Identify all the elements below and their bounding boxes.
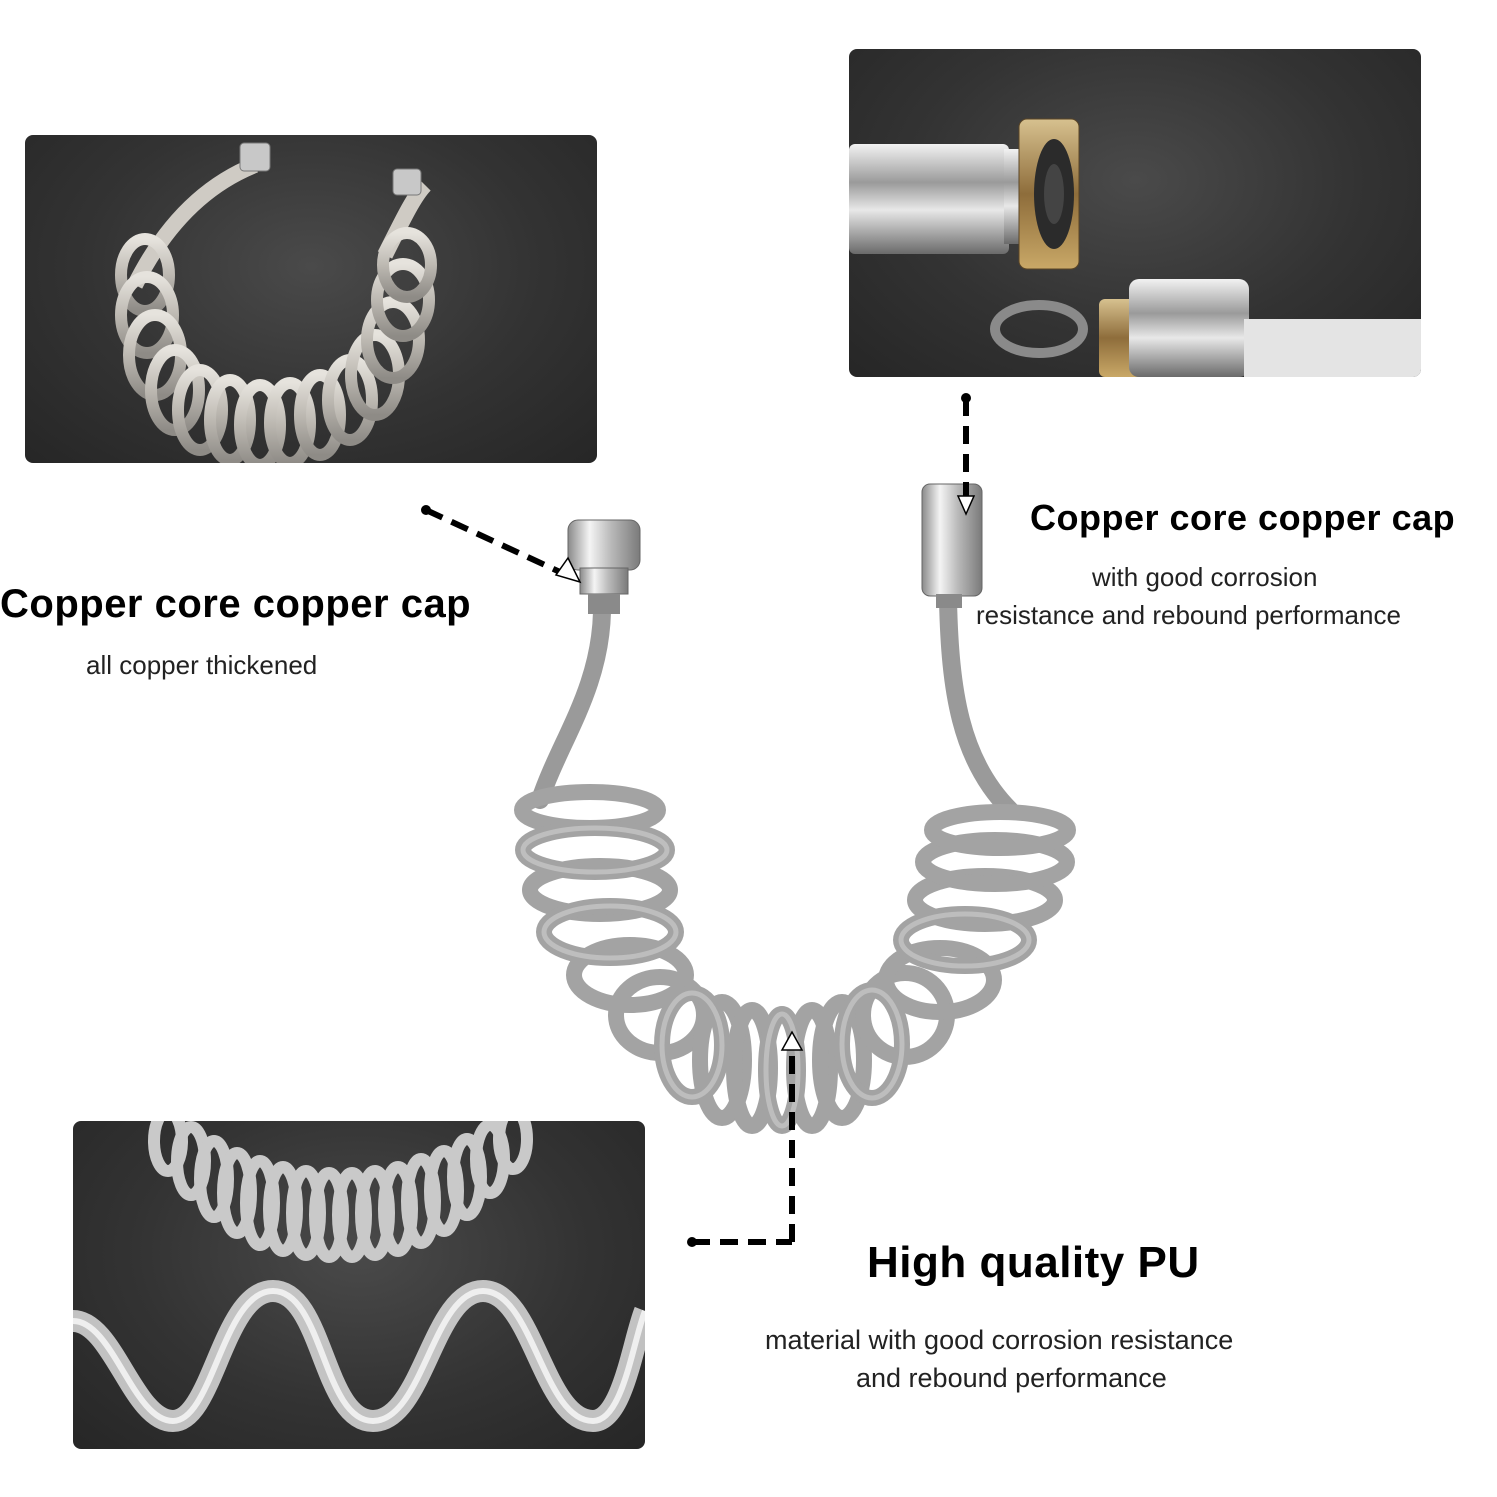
arrow-head-icon [780,1030,804,1051]
arrow-head-icon [554,556,582,584]
fitting-closeup-photo [849,118,1421,377]
bottom-callout-subtitle-line2: and rebound performance [856,1363,1167,1393]
left-callout-subtitle: all copper thickened [86,650,318,680]
right-callout-subtitle-line2: resistance and rebound performance [976,600,1401,630]
right-callout-subtitle-line1: with good corrosion [1092,562,1318,592]
chrome-cap-icon [921,483,983,608]
bottom-callout-title: High quality PU [867,1238,1200,1287]
bottom-callout-subtitle-line1: material with good corrosion resistance [765,1325,1234,1355]
coiled-hose-photo-panel [25,135,597,463]
left-callout-title: Copper core copper cap [0,582,472,626]
fitting-closeup-photo-panel [849,49,1421,377]
coiled-hose-photo [115,142,437,463]
pu-material-photo [73,1121,645,1433]
chrome-cap-icon [392,168,422,196]
pu-material-photo-panel [73,1121,645,1449]
right-callout-title: Copper core copper cap [1030,497,1456,538]
arrow-head-icon [956,495,976,516]
chrome-cap-icon [567,519,641,614]
chrome-cap-icon [239,142,271,172]
